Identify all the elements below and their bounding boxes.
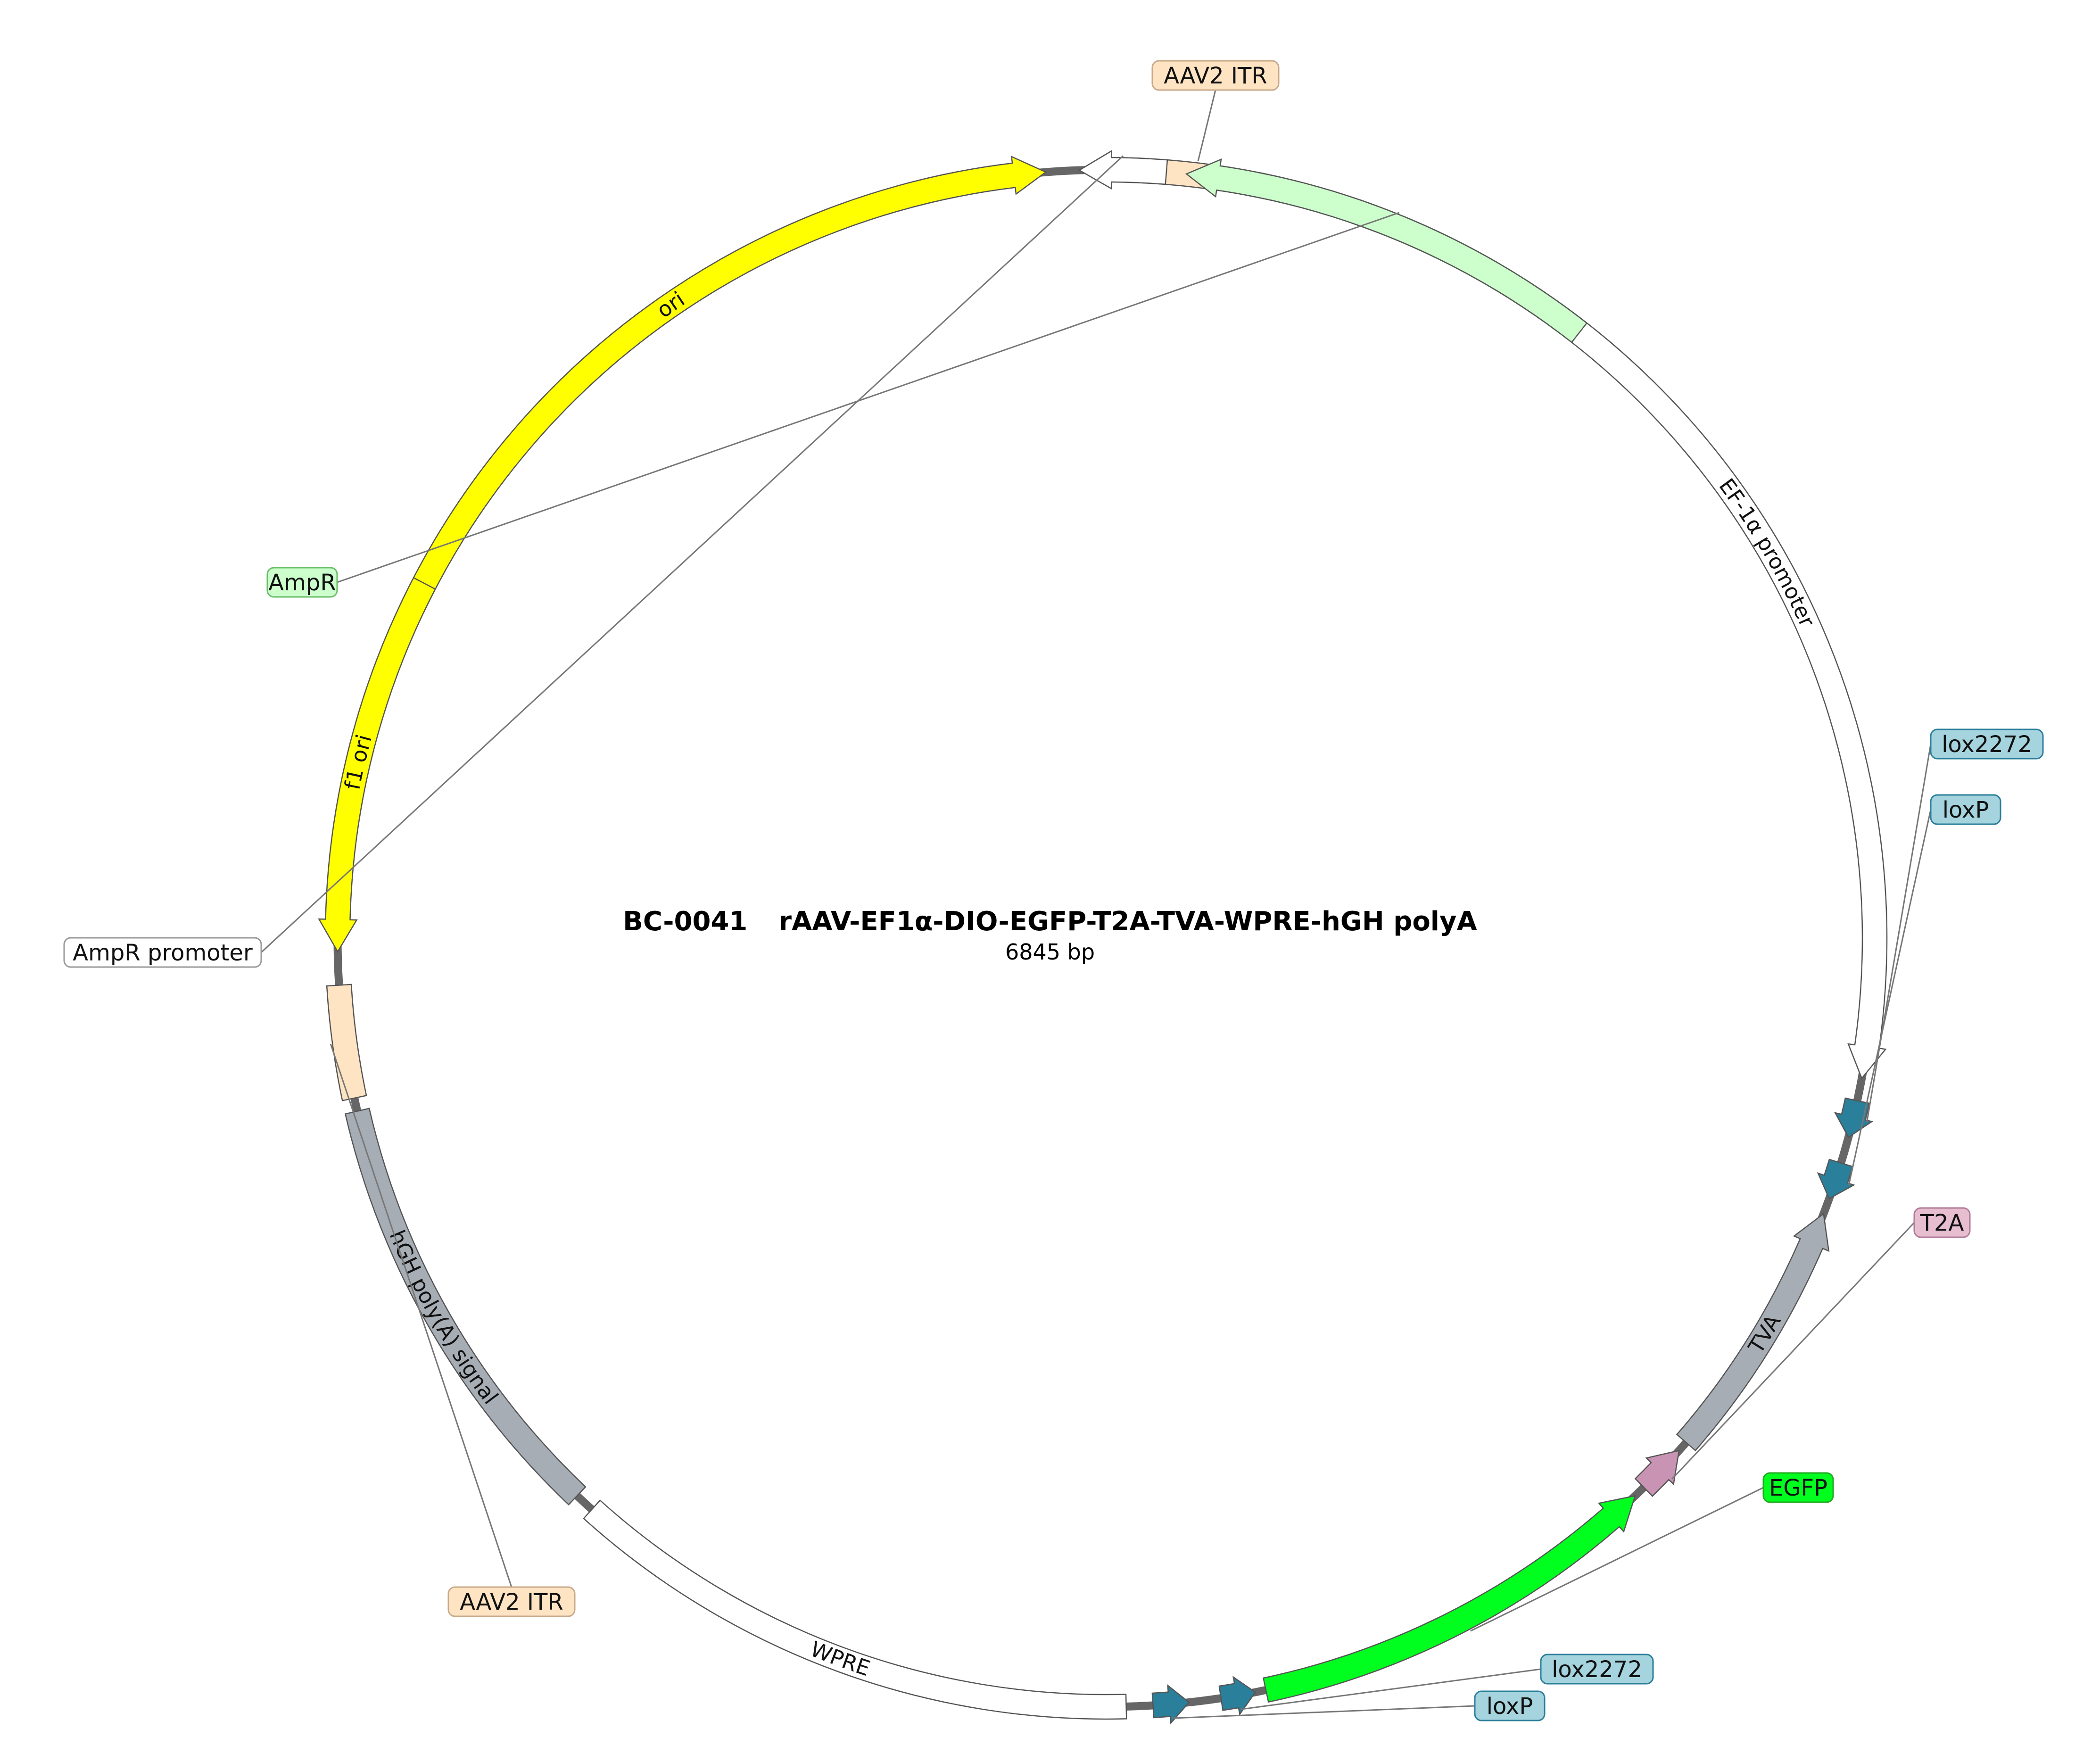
feature-ef-1-promoter[interactable]: EF-1α promoter xyxy=(1351,199,1888,1080)
feature-aav2-itr[interactable] xyxy=(326,984,367,1101)
callout-leader xyxy=(1866,744,1932,1123)
callout-leader xyxy=(260,155,1124,953)
callout-leader xyxy=(330,1043,513,1588)
feature-t2a[interactable] xyxy=(1634,1449,1680,1497)
callout-leader xyxy=(1470,1487,1764,1632)
feature-lox2272[interactable] xyxy=(1218,1676,1257,1716)
feature-ori[interactable]: ori xyxy=(400,156,1047,614)
callout-text: lox2272 xyxy=(1552,1656,1642,1683)
callout-ampr[interactable]: AmpR xyxy=(266,212,1400,598)
feature-f1-ori[interactable]: f1 ori xyxy=(318,577,436,953)
feature-shape xyxy=(400,156,1047,614)
map-center-label: BC-0041 rAAV-EF1α-DIO-EGFP-T2A-TVA-WPRE-h… xyxy=(623,906,1477,965)
callout-box xyxy=(1540,1654,1654,1685)
callout-box xyxy=(447,1586,576,1617)
callout-box xyxy=(1930,794,2001,825)
feature-shape xyxy=(1218,1676,1257,1716)
map-size: 6845 bp xyxy=(1005,939,1095,965)
feature-shape xyxy=(344,1108,587,1506)
callout-text: loxP xyxy=(1943,797,1989,823)
feature-wpre[interactable]: WPRE xyxy=(583,1499,1127,1720)
callout-text: AAV2 ITR xyxy=(1164,63,1267,89)
callout-loxp[interactable]: loxP xyxy=(1172,1690,1546,1721)
callout-box xyxy=(1913,1207,1971,1238)
callout-egfp[interactable]: EGFP xyxy=(1470,1472,1834,1632)
callout-leader xyxy=(337,212,1400,583)
callout-layer: AAV2 ITR lox2272 loxP T2A EGFP lox2272 loxP AAV… xyxy=(63,60,2044,1721)
callout-leader xyxy=(1197,90,1216,161)
feature-shape xyxy=(1834,1097,1874,1138)
callout-box xyxy=(1151,60,1280,91)
callout-lox2272[interactable]: lox2272 xyxy=(1866,728,2044,1123)
callout-aav2-itr[interactable]: AAV2 ITR xyxy=(1151,60,1280,161)
feature-ampr[interactable] xyxy=(1185,158,1588,343)
callout-box xyxy=(1930,728,2044,760)
feature-loxp[interactable] xyxy=(1817,1158,1856,1199)
feature-shape xyxy=(1151,1684,1190,1725)
feature-label: EF-1α promoter xyxy=(1714,474,1819,631)
callout-text: AmpR xyxy=(268,570,336,596)
feature-shape xyxy=(583,1499,1127,1720)
feature-egfp[interactable] xyxy=(1263,1495,1636,1703)
callout-box xyxy=(266,567,338,598)
feature-ampr-promoter[interactable] xyxy=(1078,149,1168,190)
feature-shape xyxy=(1351,199,1888,1080)
feature-shape xyxy=(1676,1212,1830,1452)
callout-ampr-promoter[interactable]: AmpR promoter xyxy=(63,155,1124,968)
callout-loxp[interactable]: loxP xyxy=(1848,794,2001,1186)
feature-shape xyxy=(318,577,436,953)
callout-text: AmpR promoter xyxy=(73,940,253,966)
feature-loxp[interactable] xyxy=(1151,1684,1190,1725)
callout-leader xyxy=(1848,809,1932,1186)
feature-shape xyxy=(1078,149,1168,190)
map-title-name: rAAV-EF1α-DIO-EGFP-T2A-TVA-WPRE-hGH poly… xyxy=(778,906,1477,937)
feature-shape xyxy=(1817,1158,1856,1199)
callout-t2a[interactable]: T2A xyxy=(1671,1207,1971,1480)
callout-text: lox2272 xyxy=(1942,731,2032,758)
feature-shape xyxy=(1263,1495,1636,1703)
feature-shape xyxy=(326,984,367,1101)
feature-label: WPRE xyxy=(807,1636,873,1681)
callout-leader xyxy=(1240,1668,1541,1710)
feature-shape xyxy=(1634,1449,1680,1497)
callout-text: T2A xyxy=(1920,1210,1964,1236)
callout-leader xyxy=(1172,1705,1475,1719)
callout-box xyxy=(63,937,262,968)
callout-box xyxy=(1474,1690,1546,1721)
callout-text: AAV2 ITR xyxy=(460,1589,563,1615)
feature-hgh-poly-a-signal[interactable]: hGH poly(A) signal xyxy=(344,1108,587,1506)
feature-lox2272[interactable] xyxy=(1834,1097,1874,1138)
callout-lox2272[interactable]: lox2272 xyxy=(1240,1654,1654,1710)
callout-leader xyxy=(1671,1222,1915,1480)
map-title: BC-0041 rAAV-EF1α-DIO-EGFP-T2A-TVA-WPRE-h… xyxy=(623,906,1477,937)
callout-box xyxy=(1762,1472,1834,1503)
callout-aav2-itr[interactable]: AAV2 ITR xyxy=(330,1043,576,1617)
callout-text: EGFP xyxy=(1769,1475,1827,1501)
callout-text: loxP xyxy=(1487,1693,1533,1720)
map-title-id: BC-0041 xyxy=(623,906,747,937)
feature-shape xyxy=(1185,158,1588,343)
feature-tva[interactable]: TVA xyxy=(1676,1212,1830,1452)
